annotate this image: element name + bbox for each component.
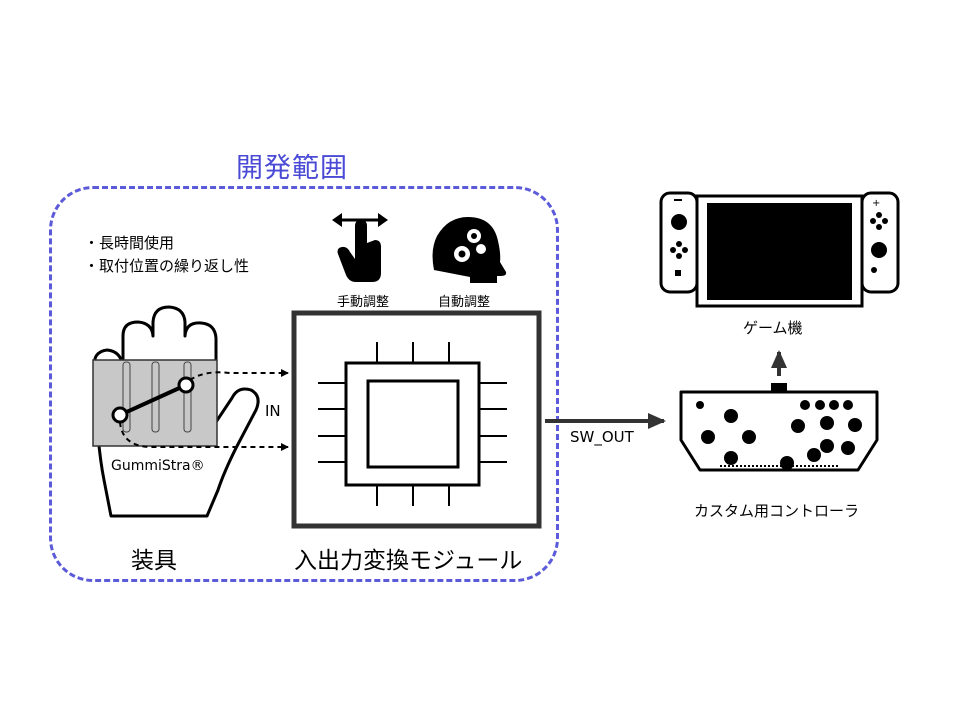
manual-adjust-icon [332,213,388,282]
note-long-use: ・長時間使用 [84,234,175,252]
io-module-label: 入出力変換モジュール [294,548,523,574]
glove-brand-label: GummiStra® [111,458,205,474]
in-label: IN [265,402,281,420]
svg-text:+: + [872,198,880,209]
scope-boundary [49,186,559,582]
in-signal-line-1 [189,369,289,381]
sw-out-label: SW_OUT [570,428,634,446]
controller-label: カスタム用コントローラ [694,502,860,520]
manual-adjust-label: 手動調整 [337,295,390,310]
glove-label: 装具 [131,548,177,574]
console-label: ゲーム機 [743,319,803,337]
scope-title: 開発範囲 [236,153,348,184]
io-module-chip [291,310,542,529]
glove-illustration [92,305,260,518]
note-repeatability: ・取付位置の繰り返し性 [84,257,250,275]
in-signal-line-2 [119,421,289,451]
auto-adjust-icon [432,217,507,283]
auto-adjust-label: 自動調整 [438,295,491,310]
custom-controller [679,383,879,472]
game-console: + [659,191,900,308]
